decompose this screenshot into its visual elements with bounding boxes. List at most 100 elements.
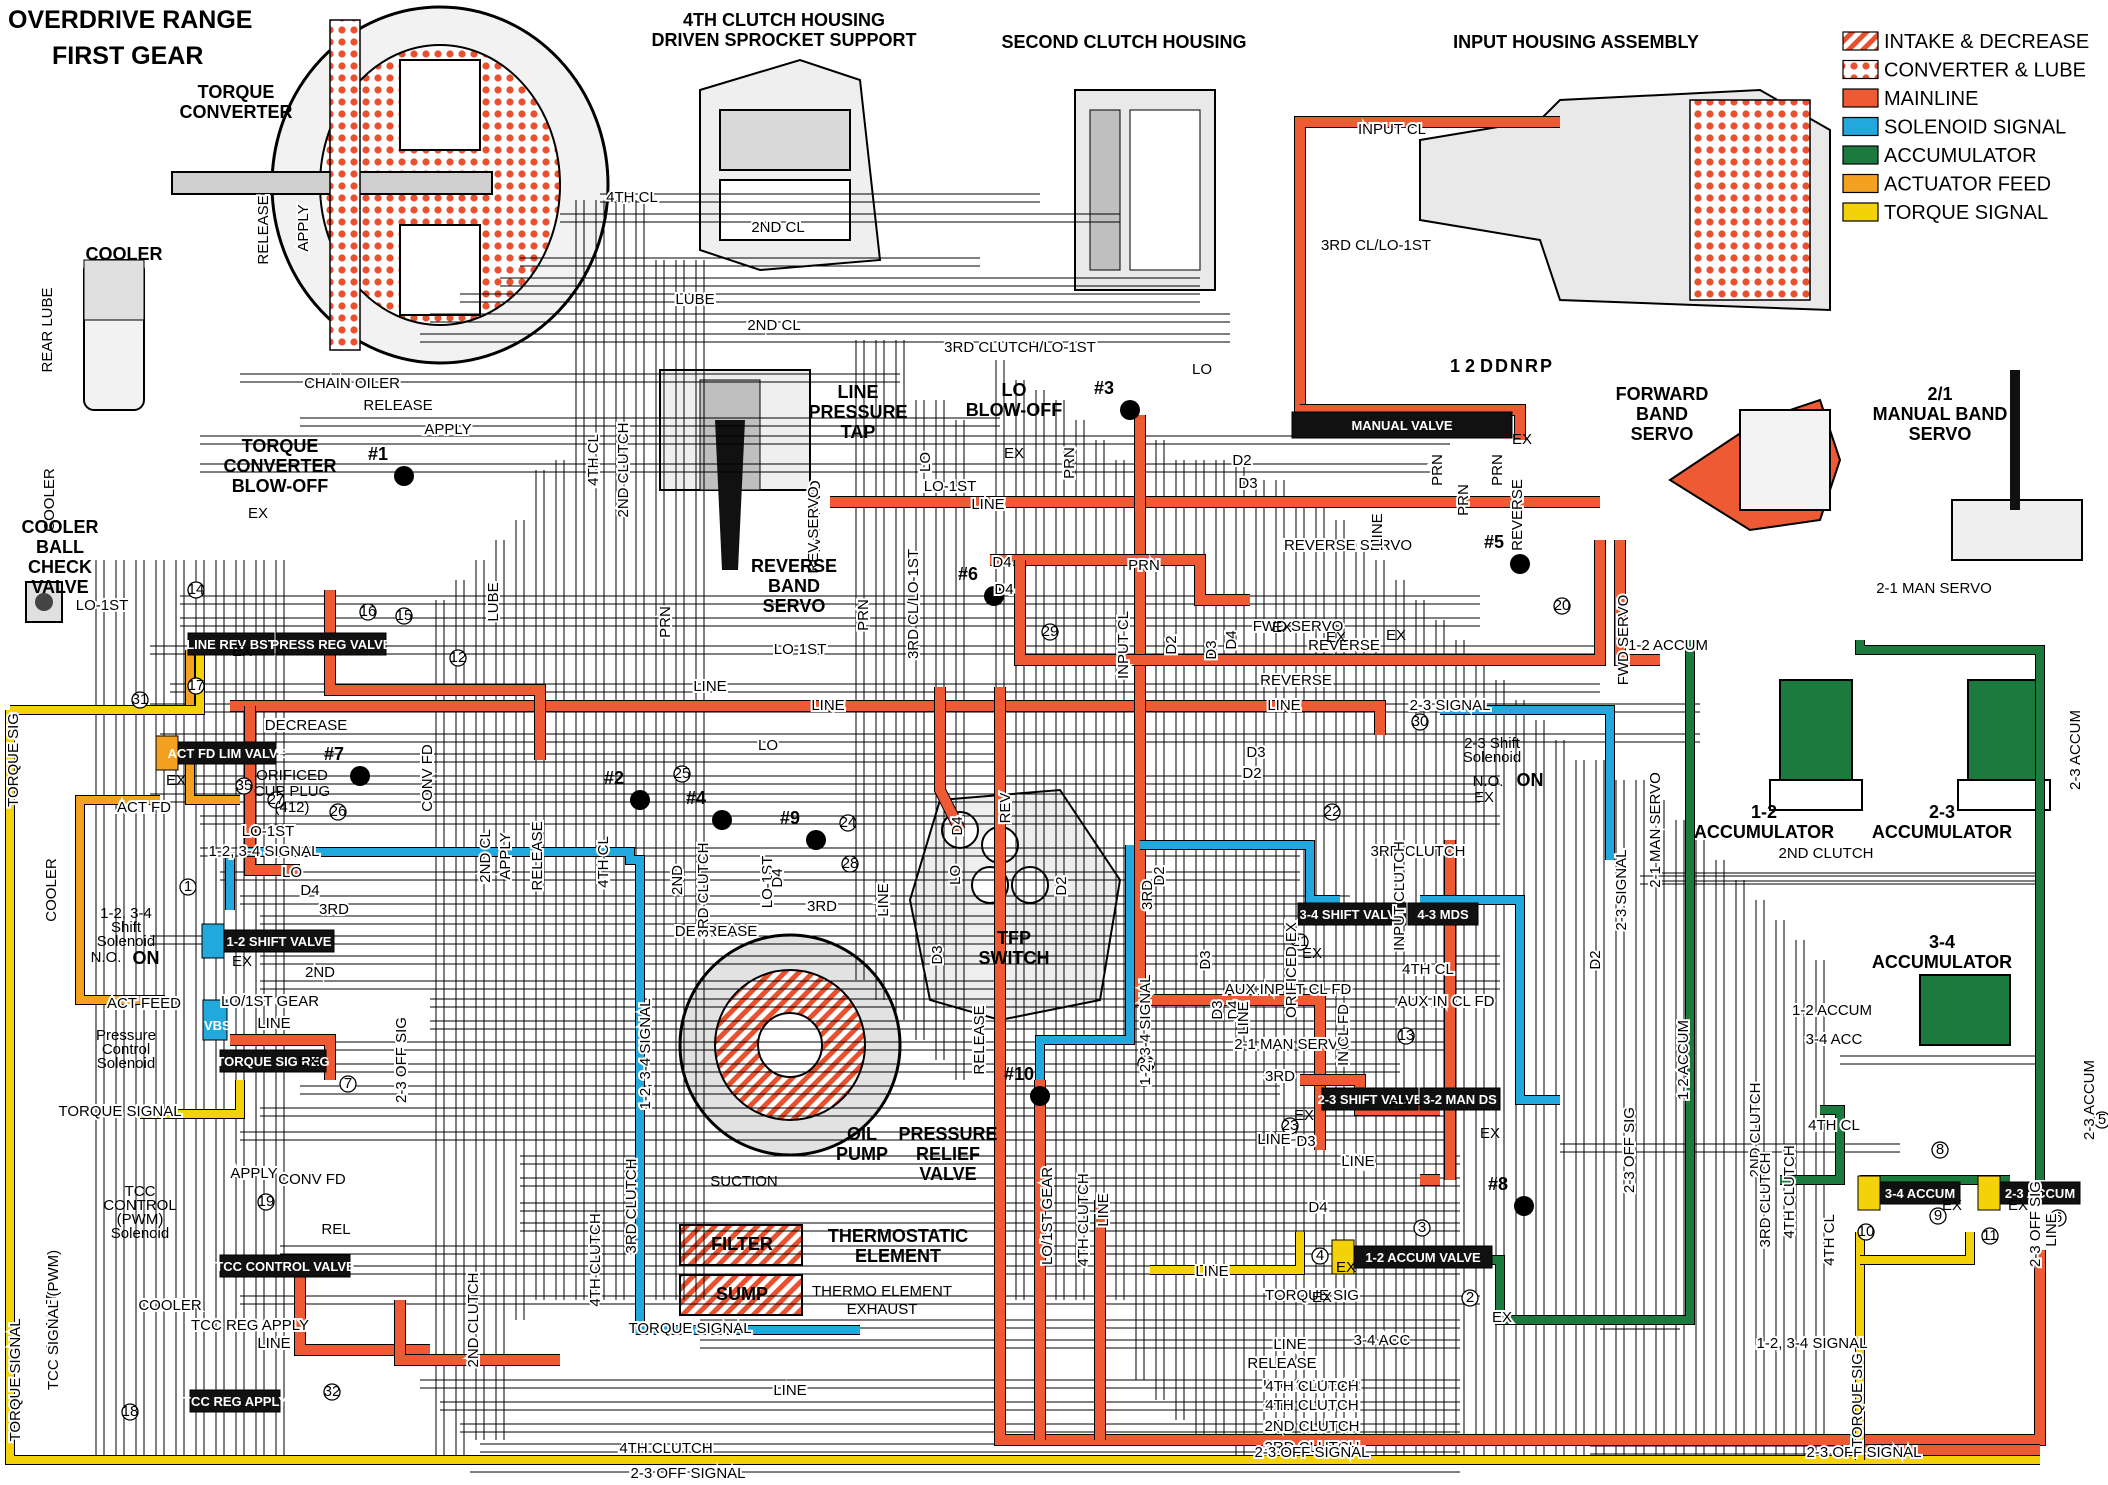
circuit-label: 2ND CL [477,829,494,882]
exhaust-label: EX [1474,789,1494,806]
orifice-number: 9 [1934,1207,1942,1224]
circuit-label: 3RD [1265,1068,1295,1085]
check-ball [984,586,1004,606]
circuit-label: LINE [773,1382,806,1399]
orifice-number: 29 [1042,623,1059,640]
orifice [839,814,857,832]
circuit-label: RELEASE [255,195,272,264]
accumulator-23-label: 2-3 [1929,802,1955,822]
check-ball [630,790,650,810]
circuit-label: COOLER [41,468,58,532]
circuit-label: D3 [1238,475,1257,492]
circuit-label: TORQUE SIG [1849,1353,1866,1447]
mainline-d4 [990,555,1250,605]
circuit-label: 3RD CLUTCH [1264,1439,1359,1456]
circuit-label: EX [1492,1309,1512,1326]
vbs-box [202,999,228,1041]
circuit-label: INPUT CLUTCH [1391,841,1408,951]
orifice-number: 12 [450,649,467,666]
orifice-number: 14 [188,581,205,598]
tcc-solenoid-label: CONTROL [103,1197,176,1214]
circuit-label: 3RD CLUTCH [623,1158,640,1253]
circuit-label: ORIFICED EX [1283,922,1300,1018]
circuit-label: LINE [257,1015,290,1032]
valve-spring [155,735,179,771]
circuit-label: D3 [929,945,946,964]
orifice-number: 21 [1292,933,1309,950]
exhaust-label: EX [1512,431,1532,448]
legend-label: MAINLINE [1884,88,1978,110]
orifice [267,791,285,809]
orifice [1857,1223,1875,1241]
check-ball-label: #2 [604,768,624,788]
mainline-main [995,687,2045,1445]
legend-swatch [1842,145,1879,165]
legend-label: TORQUE SIGNAL [1884,202,2048,224]
legend-swatch [1842,31,1879,51]
circuit-label: TORQUE SIGNAL [7,1318,24,1441]
circuit-label: LO-1ST [774,641,827,658]
shift-solenoid-23-label: Solenoid [1463,749,1521,766]
valve-label-torque_sig: TORQUE SIG REG [216,1054,329,1069]
circuit-label: AUX IN CL FD [1398,993,1495,1010]
solenoid-23 [1440,706,1614,860]
valve-body [1321,1087,1419,1111]
on-label: ON [1517,770,1544,790]
orifice [329,803,347,821]
circuit-label: D3 [1246,744,1265,761]
accum-34 [1780,1106,1844,1184]
circuit-label: PRN [1128,557,1160,574]
circuit-label: 3RD CLUTCH [1264,1417,1359,1434]
orifice-number: 28 [842,855,859,872]
circuit-label: 3RD CLUTCH [1757,1152,1774,1247]
orifice [1553,597,1571,615]
circuit-label: LO-1ST [759,856,776,909]
actuator-feed-b [186,760,240,804]
orifice-number: 20 [1554,597,1571,614]
circuit-label: LINE [1273,1336,1306,1353]
circuit-label: D2 [1053,876,1070,895]
torque-sig-valve [1150,1232,1304,1274]
circuit-label: D2 [1587,950,1604,969]
exhaust-label: EX [1272,619,1292,636]
accum-23 [1856,640,2044,1180]
mainline-tcc [295,1270,430,1355]
reverse-band-servo-label: SERVO [763,596,826,616]
no-label: N.O. [1473,773,1504,790]
circuit-label: D4 [300,882,319,899]
circuit-label: PRN [1429,454,1446,486]
circuit-label: 4TH CL [585,434,602,486]
circuit-label: RELEASE [971,1005,988,1074]
mainline-input-cl [1295,117,1560,412]
orifice [1041,623,1059,641]
circuit-label: 2-3 OFF SIGNAL [630,1465,745,1482]
orifice-number: 3 [1418,1219,1426,1236]
check-ball-label: #4 [686,788,706,808]
exhaust-label: EX [248,505,268,522]
circuit-label: 2ND CLUTCH [1264,1418,1359,1435]
circuit-label: LO-1ST [924,478,977,495]
orifice-number: 25 [674,765,691,782]
circuit-label: 1-2, 3-4 SIGNAL [209,843,320,860]
exhaust-label: EX [1302,945,1322,962]
cooler-check-valve-illustration [25,581,63,623]
gear-selector-letter: D [1495,356,1508,376]
vbs-label: VBS [204,1018,231,1033]
orifice-number: 31 [132,691,149,708]
circuit-label: LO/1ST GEAR [1039,1167,1056,1265]
filter-sump-illustration [679,1224,803,1316]
title-line1: OVERDRIVE RANGE [8,6,252,34]
forward-band-servo-label: FORWARD [1616,384,1709,404]
orificed-cup-plug-label: CUP PLUG [254,783,330,800]
gear-selector-letter: P [1540,356,1552,376]
exhaust-label: EX [298,1053,318,1070]
valve-body [219,1049,327,1073]
circuit-label: D4 [1308,1199,1327,1216]
check-ball-label: #9 [780,808,800,828]
circuit-label: D4 [994,581,1013,598]
circuit-label: 3-4 ACC [1806,1031,1863,1048]
